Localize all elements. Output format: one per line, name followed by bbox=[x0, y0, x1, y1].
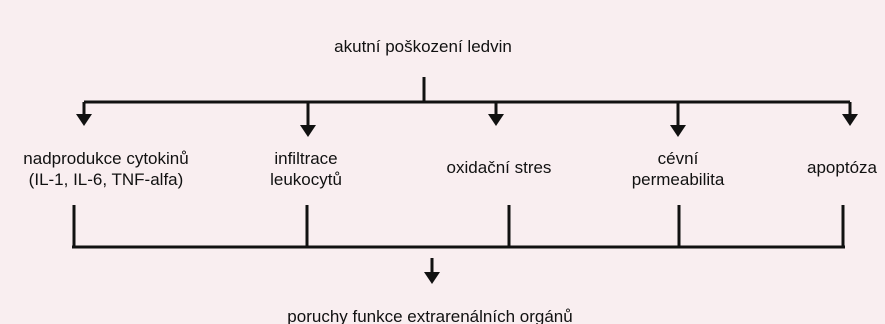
arrowhead-bottom bbox=[424, 272, 440, 284]
arrowhead-0 bbox=[76, 114, 92, 126]
top-node-acute-kidney-injury: akutní poškození ledvin bbox=[334, 37, 512, 56]
cause-node-leukocyte-infiltration: infiltrace leukocytů bbox=[270, 149, 342, 189]
cause-node-cytokine-overproduction: nadprodukce cytokinů (IL-1, IL-6, TNF-al… bbox=[23, 149, 189, 189]
bottom-node-extrarenal-organ-dysfunction: poruchy funkce extrarenálních orgánů bbox=[287, 307, 573, 324]
cause-node-vascular-permeability: cévní permeabilita bbox=[631, 149, 725, 189]
arrowhead-2 bbox=[488, 114, 504, 126]
arrowhead-3 bbox=[670, 125, 686, 137]
cause-node-apoptosis: apoptóza bbox=[807, 158, 877, 177]
cause-node-oxidative-stress: oxidační stres bbox=[446, 158, 552, 177]
arrowhead-1 bbox=[300, 125, 316, 137]
arrowhead-4 bbox=[842, 114, 858, 126]
